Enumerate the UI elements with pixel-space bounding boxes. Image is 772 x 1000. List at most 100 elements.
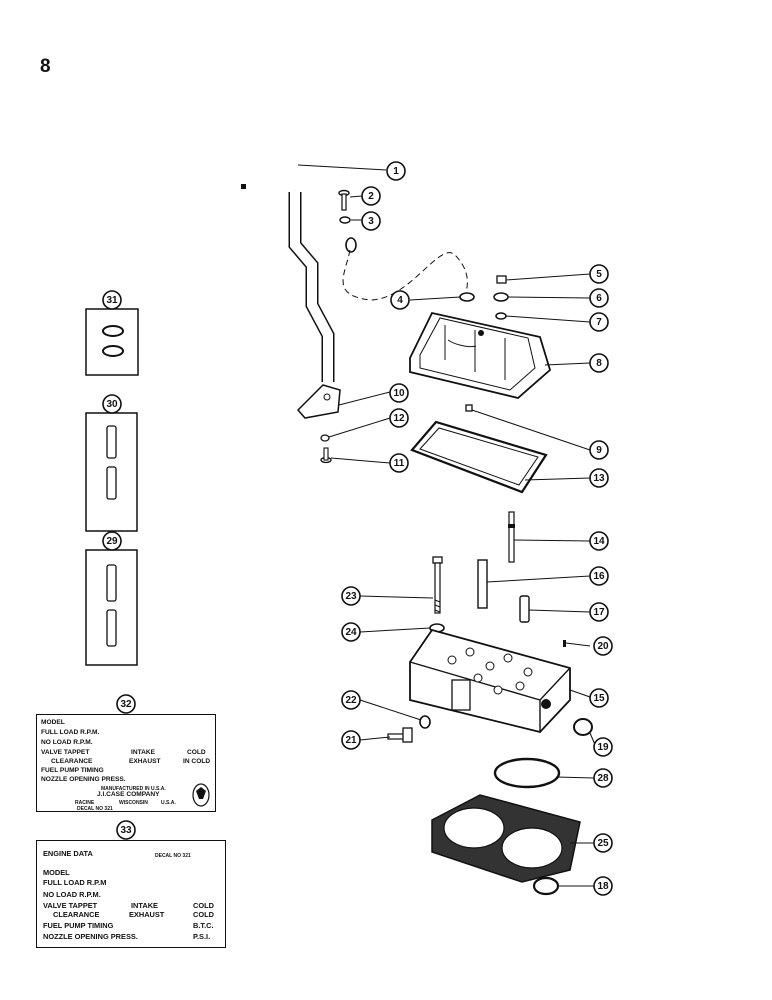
callout-label: 20: [597, 641, 609, 652]
plug-19: [573, 718, 593, 736]
callout-circle: [389, 453, 409, 473]
callout-label: 21: [345, 735, 357, 746]
callout-22: 22: [341, 690, 361, 710]
callout-2: 2: [361, 186, 381, 206]
callout-label: 31: [106, 295, 118, 306]
eagle-logo-icon: [192, 783, 210, 807]
seal-18: [532, 876, 560, 896]
decal32-usa: U.S.A.: [161, 800, 176, 806]
callout-label: 6: [596, 293, 602, 304]
callout-circle: [361, 211, 381, 231]
callout-circle: [589, 288, 609, 308]
decal32-intake: INTAKE: [131, 749, 156, 756]
callout-24: 24: [341, 622, 361, 642]
callout-circle: [390, 290, 410, 310]
head-bolt: [432, 556, 443, 614]
callout-label: 12: [393, 413, 405, 424]
lock-washer: [320, 434, 330, 442]
callout-label: 7: [596, 317, 602, 328]
callout-29: 29: [102, 531, 122, 551]
decal32-valve-tappet: VALVE TAPPET: [41, 749, 90, 756]
callout-17: 17: [589, 602, 609, 622]
callout-4: 4: [390, 290, 410, 310]
callout-label: 5: [596, 269, 602, 280]
callouts: 1234567891011121314151617181920212223242…: [102, 161, 613, 896]
callout-circle: [593, 833, 613, 853]
callout-label: 10: [393, 388, 405, 399]
decal33-clearance: CLEARANCE: [53, 910, 100, 919]
decal33-psi: P.S.I.: [193, 932, 211, 941]
callout-6: 6: [589, 288, 609, 308]
callout-label: 11: [394, 458, 405, 469]
callout-label: 16: [593, 571, 605, 582]
decal32-clearance: CLEARANCE: [51, 758, 93, 765]
callout-13: 13: [589, 468, 609, 488]
washer-22: [419, 715, 431, 729]
callout-label: 23: [345, 591, 357, 602]
stud-14: [508, 511, 515, 563]
callout-circle: [589, 440, 609, 460]
callout-32: 32: [116, 694, 136, 714]
callout-label: 33: [120, 825, 132, 836]
callout-28: 28: [593, 768, 613, 788]
decal33-exhaust: EXHAUST: [129, 910, 165, 919]
callout-circle: [589, 264, 609, 284]
decal33-engine-data: ENGINE DATA: [43, 849, 93, 858]
decal32-full-load: FULL LOAD R.P.M.: [41, 729, 100, 736]
callout-19: 19: [593, 737, 613, 757]
callout-15: 15: [589, 688, 609, 708]
cover-gasket: [410, 420, 548, 494]
callout-label: 32: [120, 699, 132, 710]
decal32-exhaust: EXHAUST: [129, 758, 161, 765]
kit-box-29: [85, 549, 138, 666]
callout-label: 8: [596, 358, 602, 369]
decal32-racine: RACINE: [75, 800, 95, 806]
callout-circle: [102, 531, 122, 551]
callout-9: 9: [589, 440, 609, 460]
callout-label: 15: [593, 693, 605, 704]
callout-12: 12: [389, 408, 409, 428]
callout-circle: [116, 820, 136, 840]
decal32-manufactured: MANUFACTURED IN U.S.A.: [101, 786, 166, 792]
head-gasket: [431, 794, 581, 883]
decal32-wisconsin: WISCONSIN: [119, 800, 148, 806]
callout-18: 18: [593, 876, 613, 896]
kit-box-30: [85, 412, 138, 532]
callout-circle: [386, 161, 406, 181]
callout-label: 30: [106, 399, 118, 410]
decal32-in-cold: IN COLD: [183, 758, 211, 765]
callout-circle: [389, 383, 409, 403]
callout-circle: [589, 312, 609, 332]
decal-33: ENGINE DATA DECAL NO 321 MODEL FULL LOAD…: [36, 840, 226, 948]
callout-label: 24: [345, 627, 357, 638]
decal33-full-load: FULL LOAD R.P.M: [43, 878, 107, 887]
callout-circle: [589, 468, 609, 488]
callout-label: 22: [345, 695, 357, 706]
fitting-21: [387, 727, 413, 743]
decal33-valve-tappet: VALVE TAPPET: [43, 901, 98, 910]
decal33-nozzle: NOZZLE OPENING PRESS.: [43, 932, 138, 941]
callout-3: 3: [361, 211, 381, 231]
callout-25: 25: [593, 833, 613, 853]
decal32-company: J.I.CASE COMPANY: [97, 791, 160, 798]
callout-label: 1: [393, 166, 399, 177]
pin-20: [563, 640, 566, 647]
callout-circle: [341, 730, 361, 750]
decal-32: MODEL FULL LOAD R.P.M. NO LOAD R.P.M. VA…: [36, 714, 216, 812]
valve-cover: [409, 311, 552, 399]
decal32-fuel-pump: FUEL PUMP TIMING: [41, 767, 104, 774]
decal33-intake: INTAKE: [131, 901, 158, 910]
callout-label: 13: [593, 473, 605, 484]
callout-label: 3: [368, 216, 374, 227]
callout-circle: [589, 353, 609, 373]
callout-label: 14: [593, 536, 605, 547]
callout-label: 9: [596, 445, 602, 456]
cylinder-head: [409, 628, 571, 733]
callout-label: 2: [368, 191, 374, 202]
callout-14: 14: [589, 531, 609, 551]
o-ring: [493, 757, 561, 789]
callout-label: 29: [106, 536, 118, 547]
breather-tube: [202, 130, 357, 382]
decal32-no-load: NO LOAD R.P.M.: [41, 739, 93, 746]
callout-circle: [593, 737, 613, 757]
